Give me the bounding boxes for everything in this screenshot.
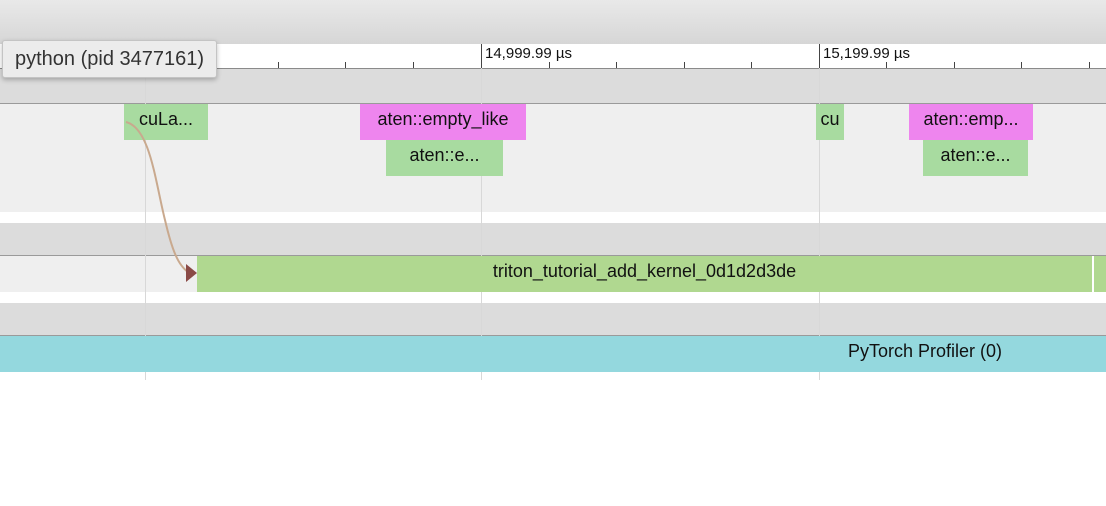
ruler-tick <box>954 62 955 68</box>
top-bar <box>0 0 1106 44</box>
process-tooltip: python (pid 3477161) <box>2 40 218 78</box>
ruler-tick <box>1089 62 1090 68</box>
ruler-tick <box>413 62 414 68</box>
slice-aten-empty-like[interactable]: aten::empty_like <box>360 104 526 140</box>
slice-kernel-next[interactable] <box>1094 256 1106 292</box>
gpu-section-header[interactable] <box>0 223 1106 256</box>
ruler-tick-major <box>481 44 482 68</box>
slice-aten-empty[interactable]: aten::e... <box>386 140 503 176</box>
ruler-tick <box>345 62 346 68</box>
kernel-end-marker <box>1092 256 1094 292</box>
profiler-section-header[interactable] <box>0 303 1106 336</box>
ruler-tick <box>616 62 617 68</box>
slice-aten-empty-like-2[interactable]: aten::emp... <box>909 104 1033 140</box>
slice-culaunch[interactable]: cuLa... <box>124 104 208 140</box>
ruler-tick-label: 14,999.99 µs <box>485 45 573 62</box>
slice-cu[interactable]: cu <box>816 104 844 140</box>
grid-line <box>481 68 482 380</box>
ruler-tick <box>751 62 752 68</box>
ruler-tick <box>684 62 685 68</box>
ruler-tick <box>549 62 550 68</box>
grid-line <box>819 68 820 380</box>
slice-aten-empty-2[interactable]: aten::e... <box>923 140 1028 176</box>
ruler-tick-label: 15,199.99 µs <box>823 45 911 62</box>
profiler-label: PyTorch Profiler (0) <box>848 341 1003 361</box>
slice-triton-kernel[interactable]: triton_tutorial_add_kernel_0d1d2d3de <box>197 256 1092 292</box>
ruler-tick-major <box>819 44 820 68</box>
ruler-tick <box>1021 62 1022 68</box>
profiler-track[interactable]: PyTorch Profiler (0) <box>0 336 1106 372</box>
ruler-tick <box>886 62 887 68</box>
ruler-tick <box>278 62 279 68</box>
